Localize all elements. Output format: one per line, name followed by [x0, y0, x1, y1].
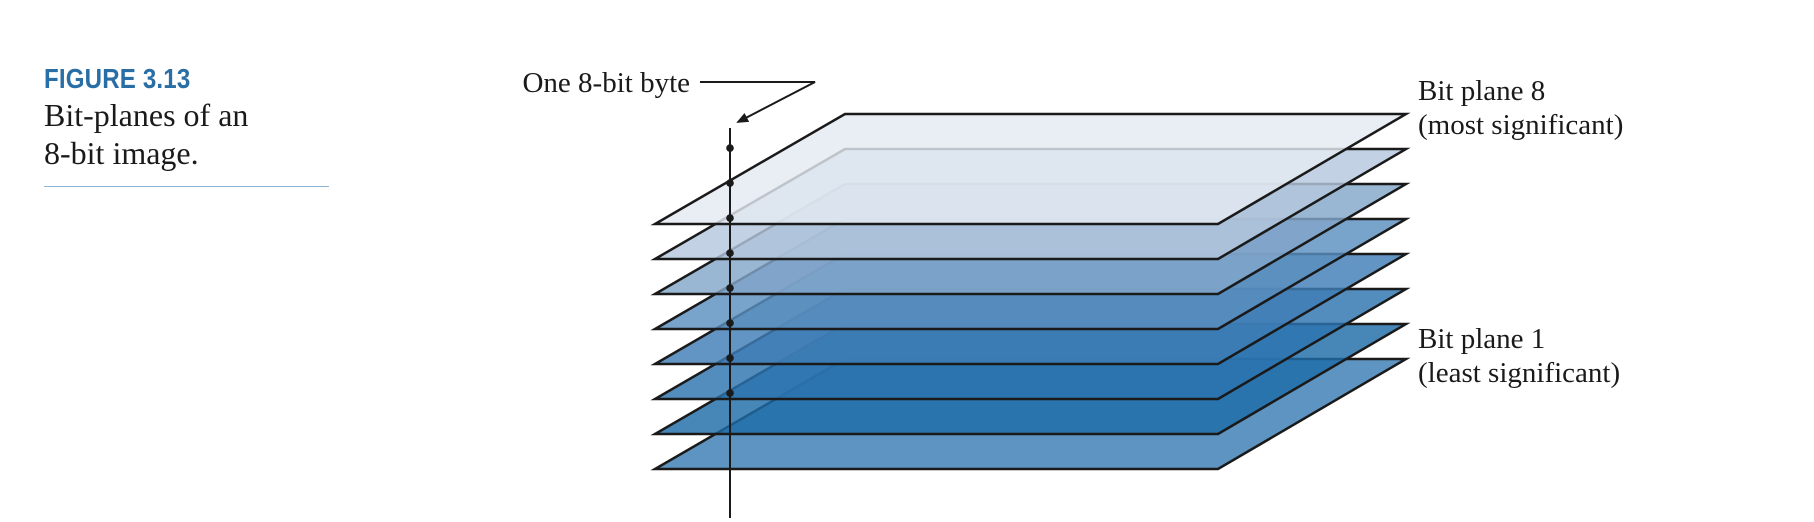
byte-bit-dot-4 [726, 284, 734, 292]
byte-bits-group [726, 144, 734, 397]
bottom-plane-sublabel: (least significant) [1418, 357, 1620, 389]
byte-label: One 8-bit byte [522, 67, 690, 99]
byte-bit-dot-7 [726, 179, 734, 187]
caption-divider [44, 186, 329, 187]
byte-pointer-arrow [700, 81, 816, 123]
bit-planes-group [650, 112, 1411, 471]
byte-column [726, 128, 734, 518]
byte-bit-dot-3 [726, 319, 734, 327]
top-plane-sublabel: (most significant) [1418, 109, 1623, 141]
byte-bit-dot-8 [726, 144, 734, 152]
bit-plane-8 [650, 112, 1411, 226]
bottom-plane-label: Bit plane 1 [1418, 323, 1545, 355]
figure-number: FIGURE 3.13 [44, 63, 191, 94]
byte-bit-dot-1 [726, 389, 734, 397]
caption-line-1: Bit-planes of an [44, 97, 249, 133]
byte-bit-dot-2 [726, 354, 734, 362]
figure-caption: FIGURE 3.13 Bit-planes of an 8-bit image… [44, 62, 329, 187]
top-plane-label: Bit plane 8 [1418, 75, 1545, 107]
caption-line-2: 8-bit image. [44, 135, 199, 171]
byte-bit-dot-6 [726, 214, 734, 222]
byte-bit-dot-5 [726, 249, 734, 257]
